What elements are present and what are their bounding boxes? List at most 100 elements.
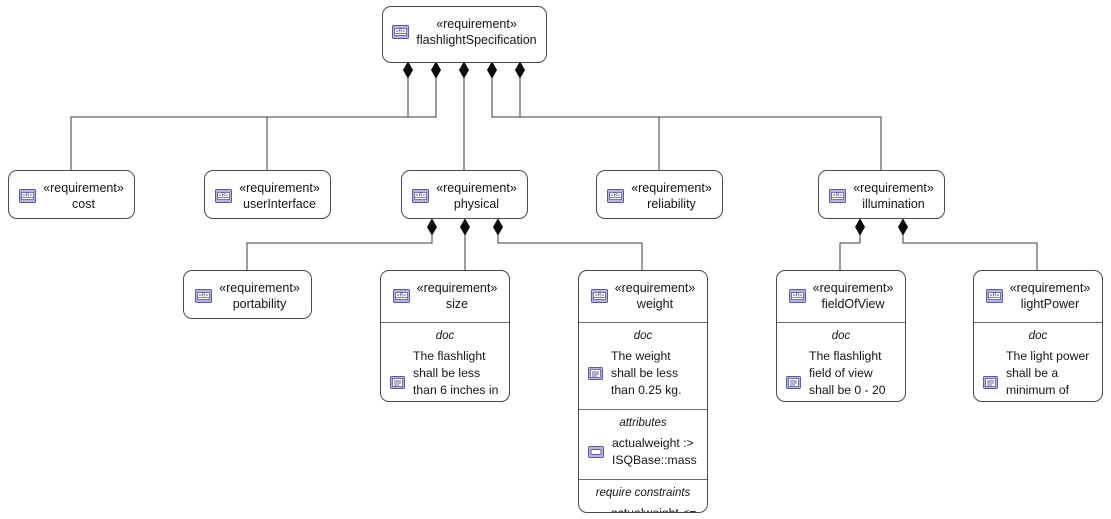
doc-icon bbox=[983, 375, 998, 389]
node-stereotype: «requirement» bbox=[43, 181, 124, 195]
node-title: «requirement» weight bbox=[615, 280, 696, 312]
node-header: «R» «requirement» cost bbox=[9, 171, 134, 218]
node-stereotype: «requirement» bbox=[416, 281, 498, 295]
svg-text:«R»: «R» bbox=[219, 193, 228, 199]
node-title: «requirement» userInterface bbox=[239, 180, 320, 212]
node-stereotype: «requirement» bbox=[812, 281, 894, 295]
requirement-icon: «R» bbox=[788, 289, 806, 303]
requirement-icon: «R» bbox=[215, 189, 233, 203]
doc-text: The flashlight shall be less than 6 inch… bbox=[413, 349, 499, 401]
doc-icon bbox=[786, 375, 801, 389]
node-name: portability bbox=[232, 297, 287, 311]
node-reliability[interactable]: «R» «requirement» reliability bbox=[596, 170, 723, 219]
node-stereotype: «requirement» bbox=[614, 281, 696, 295]
node-header: «R» «requirement» physical bbox=[402, 171, 527, 218]
doc-text: The flashlight field of view shall be 0 … bbox=[809, 349, 886, 401]
node-stereotype: «requirement» bbox=[239, 181, 320, 195]
compartment-title-require-constraints: require constraints bbox=[595, 487, 691, 500]
svg-text:«R»: «R» bbox=[990, 293, 999, 299]
doc-compartment: doc The flashlight shall be less than 6 … bbox=[381, 322, 509, 401]
node-title: «requirement» portability bbox=[219, 280, 300, 312]
compartment-title-attributes: attributes bbox=[619, 417, 667, 430]
attribute-text: actualweight :> ISQBase::mass bbox=[612, 436, 697, 468]
requirement-icon: «R» bbox=[19, 189, 37, 203]
node-cost[interactable]: «R» «requirement» cost bbox=[8, 170, 135, 219]
node-title: «requirement» fieldOfView bbox=[813, 280, 894, 312]
node-header: «R» «requirement» flashlightSpecificatio… bbox=[383, 7, 546, 58]
doc-text: The light power shall be a minimum of TB… bbox=[1006, 349, 1090, 401]
node-header: «R» «requirement» reliability bbox=[597, 171, 722, 218]
doc-row: The flashlight field of view shall be 0 … bbox=[777, 346, 905, 401]
node-portability[interactable]: «R» «requirement» portability bbox=[183, 270, 312, 319]
compartment-title-doc: doc bbox=[435, 330, 455, 342]
requirement-icon: «R» bbox=[607, 189, 625, 203]
node-header: «R» «requirement» fieldOfView bbox=[777, 271, 905, 322]
node-header: «R» «requirement» illumination bbox=[819, 171, 944, 218]
doc-icon bbox=[390, 375, 405, 389]
node-name: userInterface bbox=[243, 197, 316, 211]
requirement-icon: «R» bbox=[392, 25, 410, 39]
node-name: cost bbox=[72, 197, 95, 211]
node-userInterface[interactable]: «R» «requirement» userInterface bbox=[204, 170, 331, 219]
compartment-title-doc: doc bbox=[831, 330, 851, 342]
svg-text:«R»: «R» bbox=[199, 293, 208, 299]
requirement-icon: «R» bbox=[195, 289, 213, 303]
node-lightPower[interactable]: «R» «requirement» lightPower doc The lig… bbox=[973, 270, 1103, 402]
node-header: «R» «requirement» weight bbox=[579, 271, 707, 322]
require-constraints-compartment: require constraints {} actualweight <= 0… bbox=[579, 479, 707, 512]
requirement-icon: «R» bbox=[392, 289, 410, 303]
doc-compartment: doc The flashlight field of view shall b… bbox=[777, 322, 905, 401]
node-physical[interactable]: «R» «requirement» physical bbox=[401, 170, 528, 219]
svg-text:«R»: «R» bbox=[793, 293, 802, 299]
node-title: «requirement» reliability bbox=[631, 180, 712, 212]
doc-compartment: doc The weight shall be less than 0.25 k… bbox=[579, 322, 707, 409]
node-flashlightSpecification[interactable]: «R» «requirement» flashlightSpecificatio… bbox=[382, 6, 547, 63]
doc-row: The flashlight shall be less than 6 inch… bbox=[381, 346, 509, 401]
node-stereotype: «requirement» bbox=[1009, 281, 1091, 295]
node-fieldOfView[interactable]: «R» «requirement» fieldOfView doc The fl… bbox=[776, 270, 906, 402]
svg-text:«R»: «R» bbox=[833, 193, 842, 199]
attribute-row: actualweight :> ISQBase::mass bbox=[579, 433, 707, 479]
node-name: illumination bbox=[862, 197, 925, 211]
node-name: flashlightSpecification bbox=[416, 33, 537, 47]
constraint-row: {} actualweight <= 0.25 [kg] bbox=[579, 503, 707, 512]
node-name: lightPower bbox=[1020, 297, 1080, 311]
node-weight[interactable]: «R» «requirement» weight doc The weight … bbox=[578, 270, 708, 513]
requirement-icon: «R» bbox=[829, 189, 847, 203]
attribute-icon bbox=[588, 446, 604, 459]
requirement-icon: «R» bbox=[412, 189, 430, 203]
node-stereotype: «requirement» bbox=[853, 181, 934, 195]
node-title: «requirement» flashlightSpecification bbox=[416, 16, 536, 48]
node-header: «R» «requirement» lightPower bbox=[974, 271, 1102, 322]
svg-text:«R»: «R» bbox=[23, 193, 32, 199]
node-size[interactable]: «R» «requirement» size doc The flashligh… bbox=[380, 270, 510, 402]
node-name: physical bbox=[453, 197, 500, 211]
requirement-icon: «R» bbox=[985, 289, 1003, 303]
doc-row: The weight shall be less than 0.25 kg. bbox=[579, 346, 707, 409]
node-title: «requirement» illumination bbox=[853, 180, 934, 212]
node-title: «requirement» lightPower bbox=[1010, 280, 1091, 312]
node-name: weight bbox=[636, 297, 674, 311]
node-header: «R» «requirement» size bbox=[381, 271, 509, 322]
doc-text: The weight shall be less than 0.25 kg. bbox=[611, 349, 682, 398]
node-header: «R» «requirement» userInterface bbox=[205, 171, 330, 218]
doc-row: The light power shall be a minimum of TB… bbox=[974, 346, 1102, 401]
node-title: «requirement» physical bbox=[436, 180, 517, 212]
compartment-title-doc: doc bbox=[1028, 330, 1048, 342]
requirement-icon: «R» bbox=[590, 289, 608, 303]
svg-text:«R»: «R» bbox=[396, 29, 405, 35]
svg-text:«R»: «R» bbox=[595, 293, 604, 299]
attributes-compartment: attributes actualweight :> ISQBase::mass bbox=[579, 409, 707, 479]
node-stereotype: «requirement» bbox=[436, 181, 517, 195]
svg-text:«R»: «R» bbox=[611, 193, 620, 199]
node-title: «requirement» size bbox=[417, 280, 498, 312]
node-stereotype: «requirement» bbox=[631, 181, 712, 195]
node-name: fieldOfView bbox=[821, 297, 885, 311]
doc-icon bbox=[588, 367, 603, 381]
compartment-title-doc: doc bbox=[633, 330, 653, 342]
doc-compartment: doc The light power shall be a minimum o… bbox=[974, 322, 1102, 401]
node-illumination[interactable]: «R» «requirement» illumination bbox=[818, 170, 945, 219]
constraint-text: actualweight <= 0.25 [kg] bbox=[611, 505, 698, 512]
